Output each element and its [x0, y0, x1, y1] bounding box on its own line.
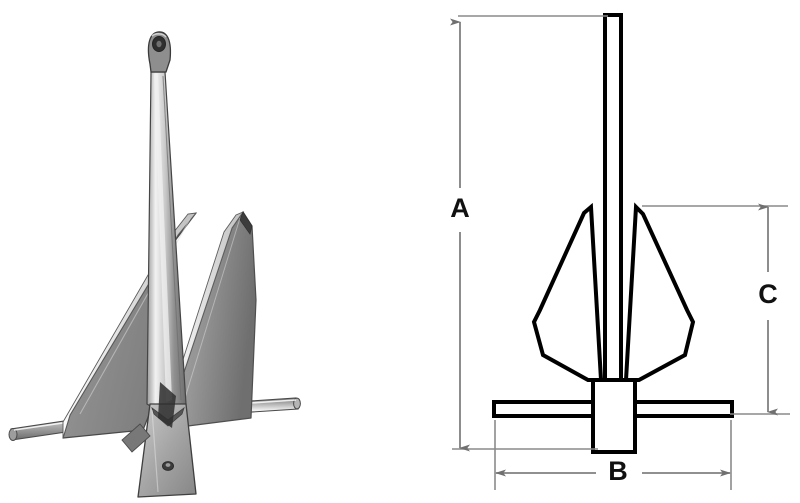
- photo-shank: [146, 71, 187, 415]
- drawing-left-fluke: [531, 202, 604, 382]
- drawing-shank-front: [603, 13, 623, 392]
- dimension-c: C: [758, 203, 778, 416]
- drawing-right-fluke: [623, 202, 696, 382]
- dimension-a: A: [450, 18, 470, 452]
- dimension-a-label: A: [450, 193, 470, 223]
- dimension-b: B: [495, 456, 731, 486]
- photo-shackle-eye: [147, 31, 172, 73]
- anchor-photo-svg: [8, 31, 301, 498]
- anchor-photograph: [8, 31, 301, 498]
- photo-right-fluke: [169, 210, 257, 429]
- dimension-c-label: C: [758, 279, 778, 309]
- dimension-b-label: B: [608, 456, 628, 486]
- anchor-drawing-svg: A C B: [450, 13, 790, 490]
- photo-crown-shadow: [158, 382, 176, 428]
- anchor-line-drawing: A C B: [430, 0, 800, 503]
- drawing-crown-box-front: [591, 378, 637, 454]
